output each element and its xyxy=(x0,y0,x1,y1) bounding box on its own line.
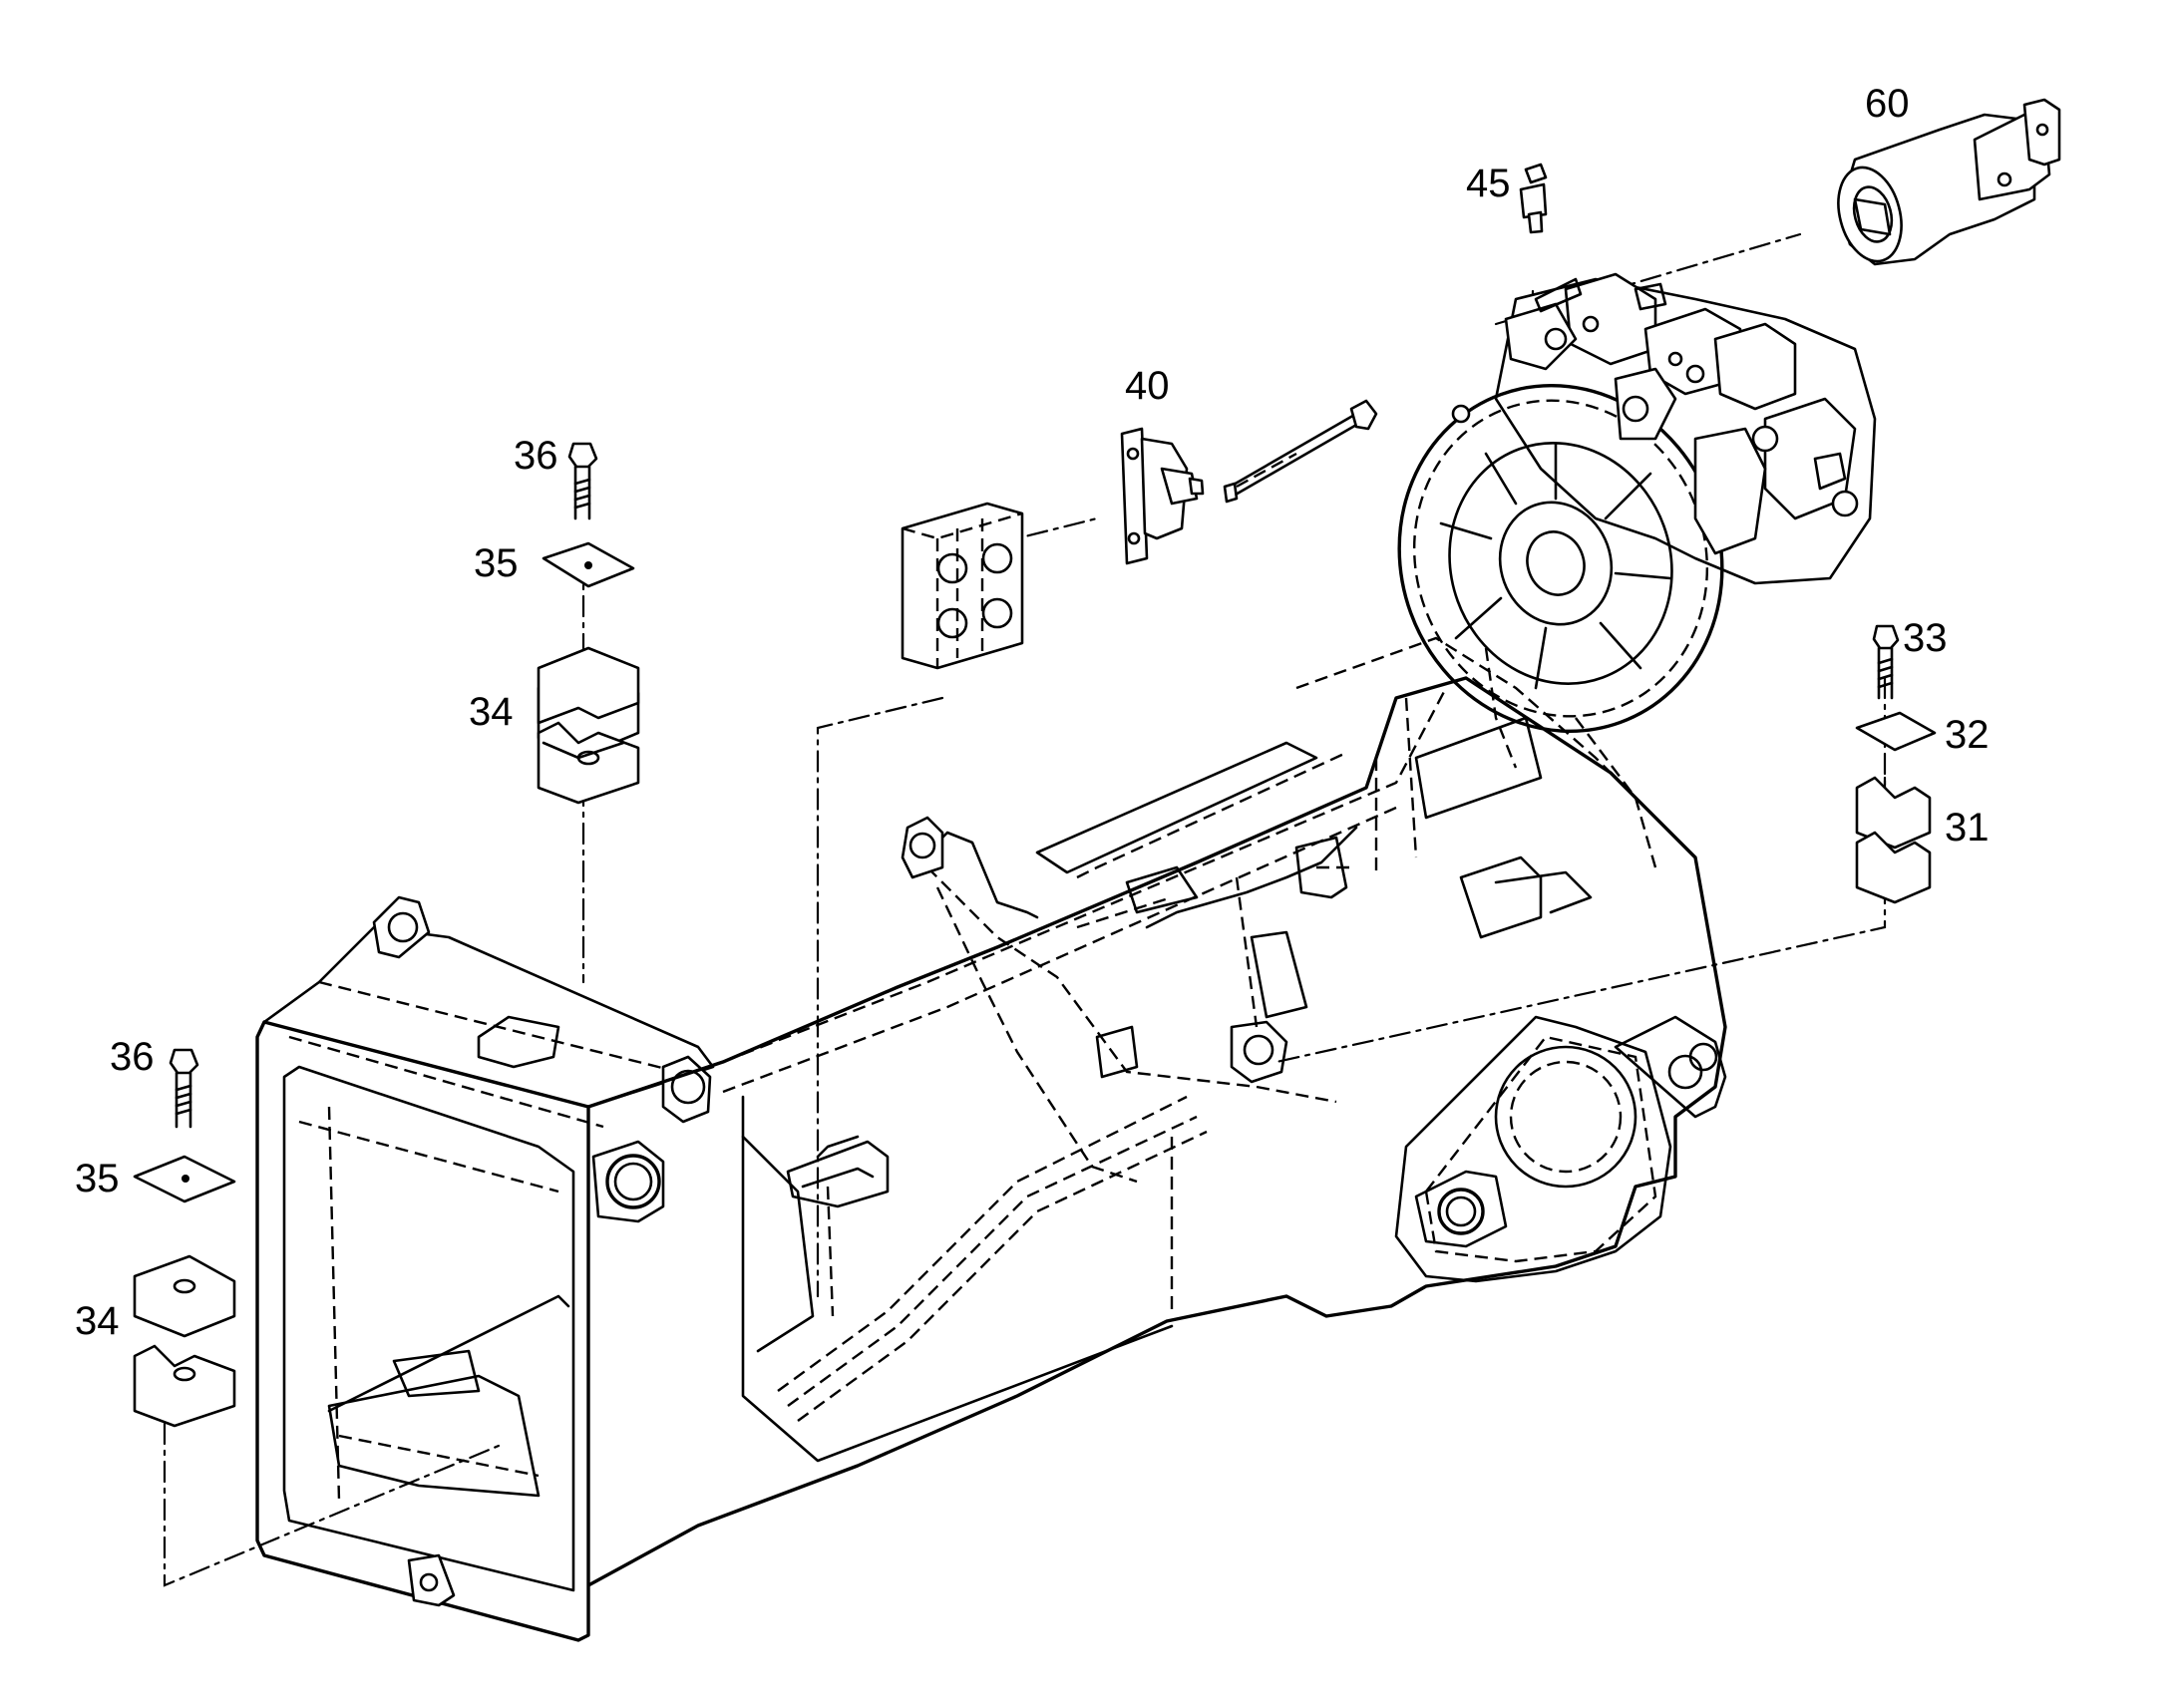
callouts: 60 45 40 36 35 34 33 32 31 36 35 34 xyxy=(75,82,1990,1343)
callout-34-lower: 34 xyxy=(75,1299,120,1343)
callout-33: 33 xyxy=(1903,616,1948,660)
rubber-damper-block xyxy=(901,502,1024,670)
callout-35-upper: 35 xyxy=(474,541,519,585)
callout-45: 45 xyxy=(1466,162,1511,205)
callout-31: 31 xyxy=(1945,806,1990,850)
callout-32: 32 xyxy=(1945,713,1990,757)
right-fastener-stack xyxy=(1855,624,1937,904)
part-45-elbow-fitting xyxy=(1519,163,1548,234)
callout-40: 40 xyxy=(1125,364,1170,408)
callout-35-lower: 35 xyxy=(75,1157,120,1200)
main-frame xyxy=(255,636,1727,1642)
part-40-damper-mount xyxy=(1120,399,1378,565)
part-60-gear-pump xyxy=(1837,98,2061,266)
callout-60: 60 xyxy=(1865,82,1910,126)
upper-fastener-stack xyxy=(537,442,640,805)
lower-fastener-stack xyxy=(133,1048,236,1428)
main-hydraulic-pump xyxy=(1397,272,1877,734)
callout-36-upper: 36 xyxy=(514,434,558,478)
callout-36-lower: 36 xyxy=(110,1035,155,1079)
callout-34-upper: 34 xyxy=(469,690,514,734)
